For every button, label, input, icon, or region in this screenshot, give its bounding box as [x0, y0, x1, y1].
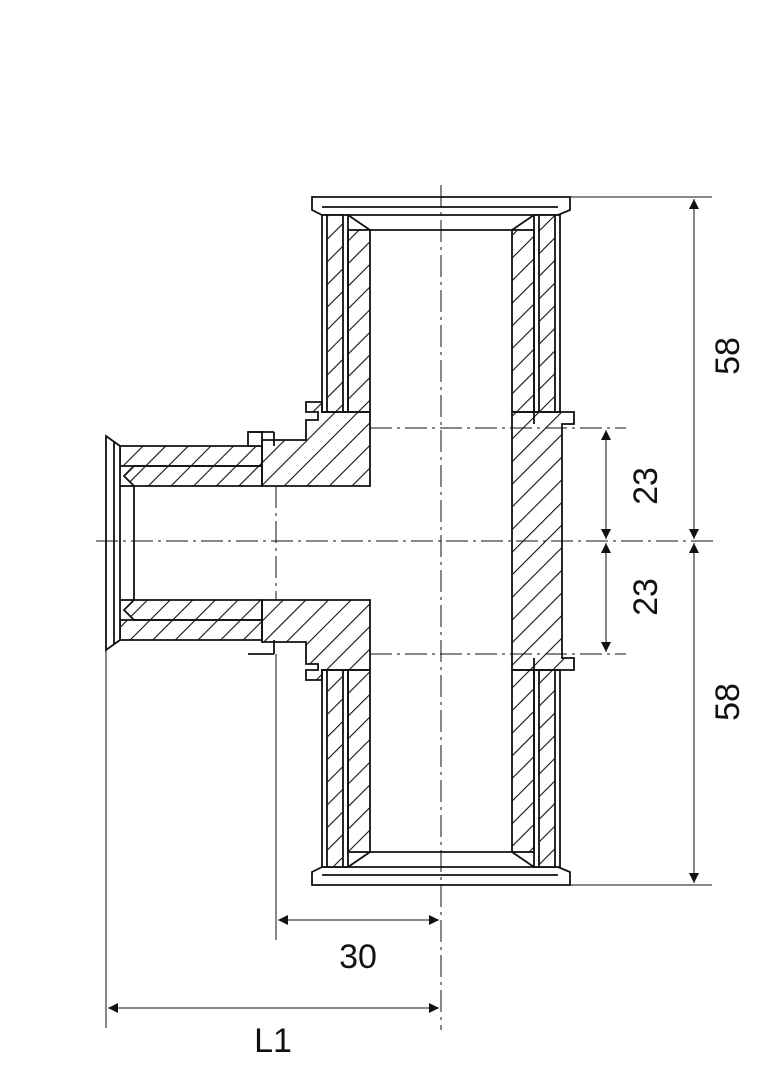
dimensions [105, 196, 712, 1028]
right-wall-upper [511, 214, 561, 413]
right-wall-lower [511, 669, 561, 868]
label-lower-half-bore: 23 [627, 578, 665, 616]
centre-lines [96, 185, 718, 1030]
branch-wall-lower [119, 599, 275, 655]
left-wall-upper [321, 214, 371, 413]
upper-junction-body [261, 401, 371, 487]
label-upper-length: 58 [709, 337, 747, 375]
label-upper-half-bore: 23 [627, 467, 665, 505]
branch-wall-upper [119, 431, 275, 487]
label-lower-length: 58 [709, 683, 747, 721]
lower-junction-body [261, 599, 371, 681]
branch-collar [105, 434, 135, 652]
label-branch-length: L1 [254, 1022, 292, 1060]
label-branch-offset: 30 [339, 938, 377, 976]
fitting-body [105, 196, 575, 886]
dimension-labels: 58 58 23 23 30 L1 [254, 337, 747, 1060]
left-wall-lower [321, 669, 371, 868]
